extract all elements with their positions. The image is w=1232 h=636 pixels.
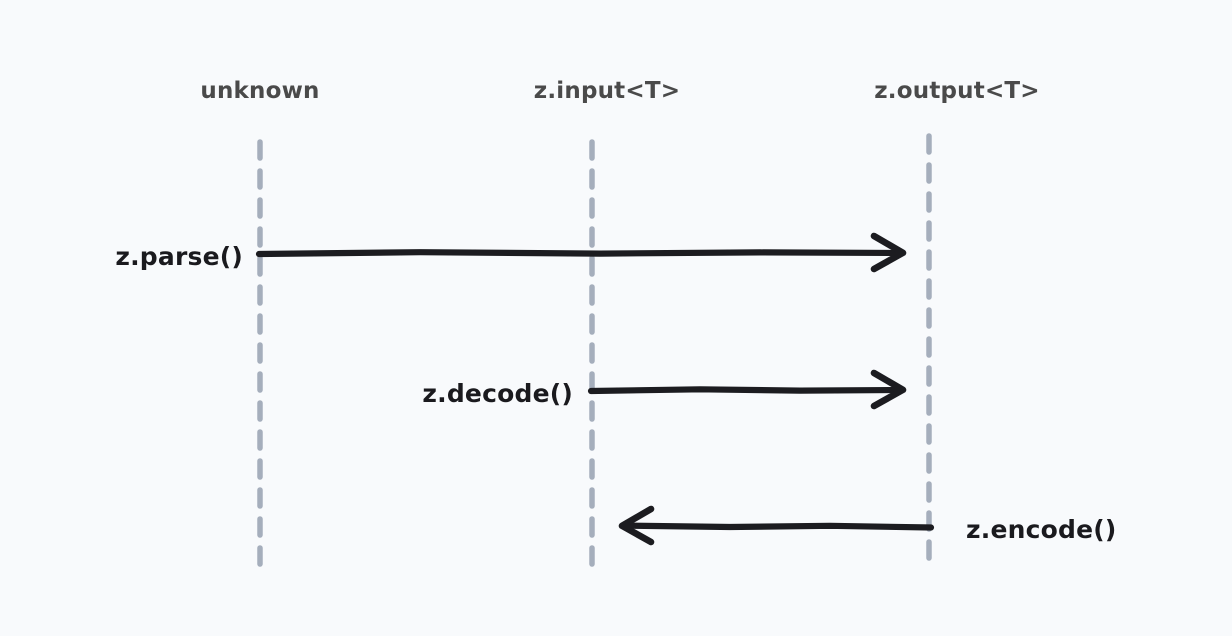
participant-label-z-input: z.input<T> (534, 78, 680, 104)
message-parse: z.parse() (115, 232, 907, 273)
message-decode: z.decode() (422, 369, 907, 410)
message-decode-arrowhead (870, 369, 907, 410)
participant-labels-group: unknown z.input<T> z.output<T> (200, 78, 1039, 104)
message-encode: z.encode() (618, 505, 1117, 546)
message-label-decode: z.decode() (422, 379, 573, 408)
message-label-parse: z.parse() (115, 242, 243, 271)
message-parse-arrowhead (870, 232, 907, 273)
participant-label-unknown: unknown (200, 78, 319, 104)
participant-label-z-output: z.output<T> (874, 78, 1040, 104)
lifelines-group (257, 133, 932, 573)
message-parse-line (255, 249, 903, 258)
message-label-encode: z.encode() (966, 515, 1117, 544)
message-decode-line (587, 386, 903, 395)
message-encode-arrowhead (618, 505, 655, 546)
message-encode-line (622, 522, 935, 531)
